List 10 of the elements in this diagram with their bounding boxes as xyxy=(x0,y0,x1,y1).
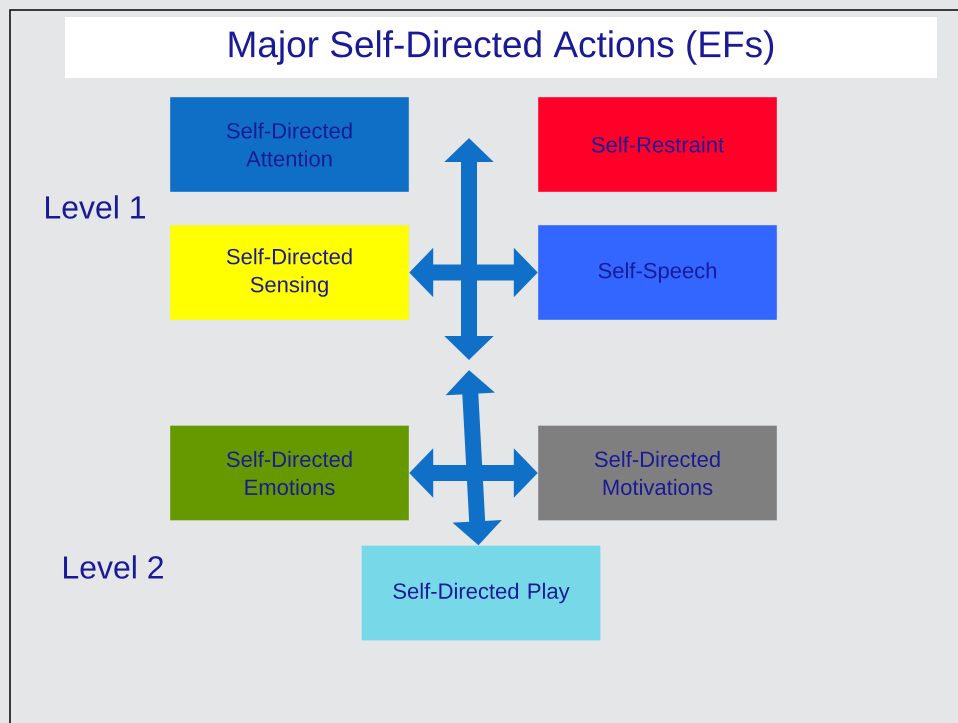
text-box: Self-Directed Emotions xyxy=(170,425,410,521)
level-label: Level 2 xyxy=(64,555,163,579)
text-box: Self-Directed Play xyxy=(361,545,601,641)
text-box: Self-Directed Sensing xyxy=(170,224,410,320)
text-box: Self-Restraint xyxy=(538,96,778,192)
text-box: Self-Directed Motivations xyxy=(538,425,778,521)
title: Major Self-Directed Actions (EFs) xyxy=(65,17,937,78)
text-box: Self-Speech xyxy=(538,224,778,320)
text-box: Self-Directed Attention xyxy=(170,96,410,192)
level-label: Level 1 xyxy=(46,195,145,219)
